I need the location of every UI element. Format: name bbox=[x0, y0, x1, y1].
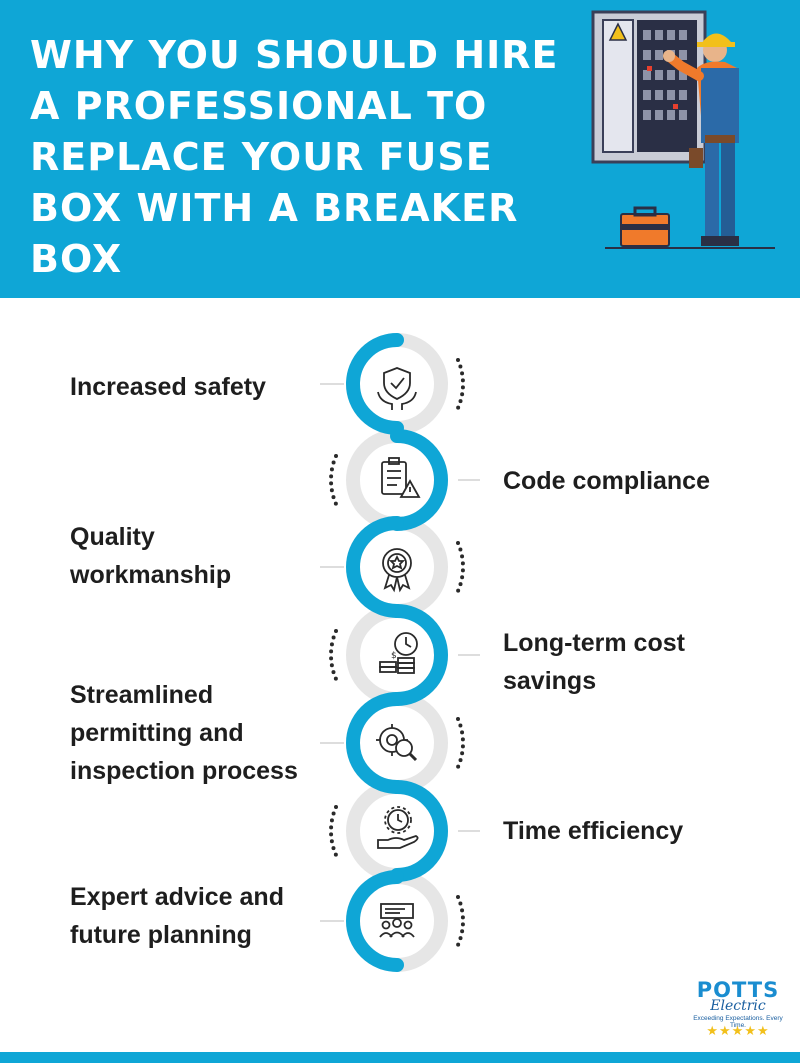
svg-text:$: $ bbox=[391, 651, 397, 661]
award-badge-icon bbox=[382, 548, 412, 593]
page-title: WHY YOU SHOULD HIRE A PROFESSIONAL TO RE… bbox=[30, 33, 559, 281]
clock-coins-icon: $ bbox=[379, 632, 418, 674]
hand-gear-clock-icon bbox=[377, 806, 419, 849]
benefits-chain: $ bbox=[320, 333, 480, 972]
benefit-expert-advice: Expert advice and future planning bbox=[70, 883, 284, 949]
logo-name: POTTS bbox=[696, 978, 780, 1002]
logo-stars: ★★★★★ bbox=[706, 1023, 770, 1038]
logo-script: Electric bbox=[710, 998, 766, 1014]
benefit-quality-workmanship: Quality workmanship bbox=[70, 523, 232, 589]
logo-tagline: Exceeding Expectations. Every Time. bbox=[693, 1015, 783, 1029]
benefit-long-term-cost-savings: Long-term cost savings bbox=[503, 629, 685, 695]
team-presentation-icon bbox=[379, 903, 415, 938]
potts-electric-logo: POTTS Electric Exceeding Expectations. E… bbox=[688, 978, 788, 1044]
benefit-code-compliance: Code compliance bbox=[503, 467, 710, 495]
electrician-illustration bbox=[591, 10, 775, 249]
checklist-warning-icon bbox=[381, 457, 421, 498]
benefit-increased-safety: Increased safety bbox=[70, 373, 266, 401]
benefit-time-efficiency: Time efficiency bbox=[503, 817, 684, 845]
footer-bar bbox=[0, 1052, 800, 1063]
shield-hands-icon bbox=[377, 367, 417, 410]
gear-magnifier-icon bbox=[376, 724, 418, 762]
benefit-streamlined-permitting: Streamlined permitting and inspection pr… bbox=[70, 681, 298, 785]
header-banner: WHY YOU SHOULD HIRE A PROFESSIONAL TO RE… bbox=[0, 0, 800, 298]
